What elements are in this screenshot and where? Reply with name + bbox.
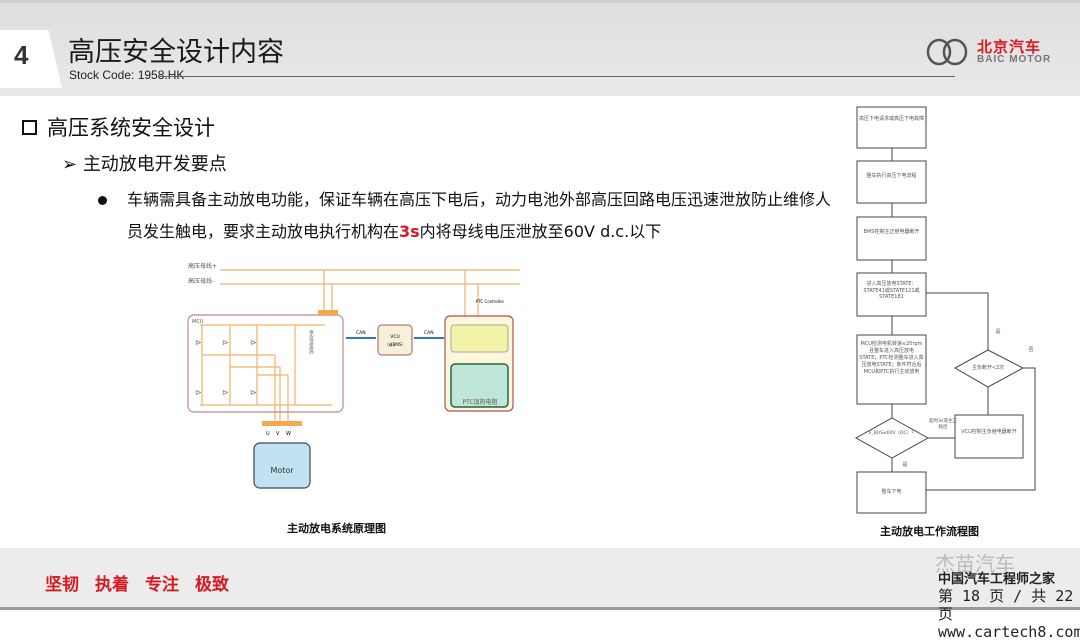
flow-step-1-text: 高压下电请求或高压下电故障	[859, 116, 924, 122]
vcu-box	[377, 324, 413, 356]
svg-text:⊳: ⊳	[250, 388, 257, 397]
circuit-diagram: 高压母线+ 高压母线- MCU 被动放电电阻 ⊳ ⊳ ⊳ ⊳ ⊳ ⊳ U V W Moto…	[187, 262, 520, 489]
baic-logo: 北京汽车 BAIC MOTOR	[925, 36, 1055, 70]
vcu-label: VCU	[390, 334, 400, 340]
slide-header	[0, 0, 1080, 96]
motto-3: 专注	[145, 575, 179, 595]
flow-decision-vbus-text: V_BUS≤60V（DC）？	[868, 431, 916, 436]
flow-step-6-text: 整车下电	[881, 489, 902, 495]
flow-step-4-text: 进入高压放电STATE：STATE41或STATE121或STATE181	[863, 281, 920, 300]
ptc-heater-label: PTC加热电阻	[462, 398, 497, 406]
mcu-box	[187, 314, 344, 413]
square-bullet-icon	[22, 119, 37, 135]
subsection-text: 主动放电开发要点	[82, 154, 227, 175]
motto-1: 坚韧	[45, 575, 79, 595]
motor-box	[253, 442, 311, 489]
svg-text:⊳: ⊳	[250, 338, 257, 347]
watermark-site: 中国汽车工程师之家	[938, 572, 1056, 587]
header-divider	[160, 76, 955, 77]
circuit-caption: 主动放电系统原理图	[287, 522, 386, 535]
vcu-sublabel: （或BMS）	[385, 341, 406, 347]
watermark: 杰苗汽车	[935, 552, 1015, 576]
flow-step-3-text: BMS控制主正继电器断开	[863, 229, 920, 235]
flow-vcu-step	[954, 414, 1024, 459]
section-heading: 高压系统安全设计	[22, 112, 215, 142]
bus-neg-label: 高压母线-	[188, 277, 214, 285]
bus-pos-label: 高压母线+	[188, 262, 217, 270]
ptc-controller-label: PTC Controller	[476, 299, 505, 304]
mcu-label: MCU	[192, 319, 204, 325]
mcu-connector	[318, 310, 338, 315]
v-label: V	[276, 431, 280, 437]
flow-yes-label-2: 是	[902, 462, 907, 468]
dot-bullet-icon	[98, 196, 107, 205]
w-label: W	[286, 431, 291, 437]
flow-yes-label-1: 是	[995, 329, 1000, 335]
flow-no-label: 否	[1028, 347, 1033, 353]
motto-4: 极致	[195, 575, 229, 595]
arrow-bullet-icon: ➢	[62, 154, 83, 175]
flow-step-2-text: 整车执行高压下电流程	[866, 173, 917, 179]
can-label-left: CAN	[356, 330, 366, 336]
bullet-highlight: 3s	[399, 222, 420, 241]
bullet-text-2: 内将母线电压泄放至60V d.c.以下	[419, 222, 662, 241]
ptc-heater-box	[450, 363, 509, 408]
section-heading-text: 高压系统安全设计	[47, 116, 215, 140]
motto-2: 执着	[95, 575, 129, 595]
site-url: www.cartech8.com	[938, 623, 1080, 641]
u-label: U	[266, 431, 270, 437]
stock-code: Stock Code: 1958.HK	[69, 68, 185, 82]
flowchart: 高压下电请求或高压下电故障 整车执行高压下电流程 BMS控制主正继电器断开 进入…	[854, 106, 1036, 514]
logo-en: BAIC MOTOR	[977, 54, 1052, 65]
bullet-paragraph: 车辆需具备主动放电功能，保证车辆在高压下电后，动力电池外部高压回路电压迅速泄放防…	[98, 184, 840, 248]
svg-text:⊳: ⊳	[222, 388, 229, 397]
flow-decision-relay-text: 主负断开<2次	[971, 365, 1005, 371]
svg-text:⊳: ⊳	[195, 338, 202, 347]
can-label-right: CAN	[424, 330, 434, 336]
ptc-switch-box	[450, 324, 509, 353]
flow-vcu-step-text: VCU控制主负继电器断开	[961, 429, 1017, 435]
svg-text:⊳: ⊳	[195, 388, 202, 397]
bullet-text-1: 车辆需具备主动放电功能，保证车辆在高压下电后，动力电池外部高压回路电压迅速泄放防…	[127, 190, 832, 241]
slide-footer	[0, 548, 1080, 610]
page-number: 第 18 页 / 共 22 页	[938, 587, 1074, 623]
subsection-heading: ➢ 主动放电开发要点	[62, 150, 227, 176]
discharge-resistor-label: 被动放电电阻	[309, 330, 315, 354]
page-info: 中国汽车工程师之家 第 18 页 / 共 22 页 www.cartech8.c…	[938, 568, 1080, 641]
uvw-connector	[262, 421, 302, 426]
flow-caption: 主动放电工作流程图	[880, 525, 979, 538]
motor-label: Motor	[270, 466, 294, 475]
svg-text:⊳: ⊳	[222, 338, 229, 347]
flow-timeout-text: 超时3s或主正粘连	[929, 419, 957, 430]
flow-step-5-text: MCU检测电机转速≤20rpm且整车进入高压放电STATE；PTC检测整车进入高…	[859, 341, 924, 375]
baic-emblem-icon	[926, 38, 968, 66]
logo-cn: 北京汽车	[977, 38, 1042, 56]
section-number: 4	[14, 40, 29, 70]
page-title: 高压安全设计内容	[68, 37, 284, 68]
motto: 坚韧 执着 专注 极致	[45, 570, 229, 595]
